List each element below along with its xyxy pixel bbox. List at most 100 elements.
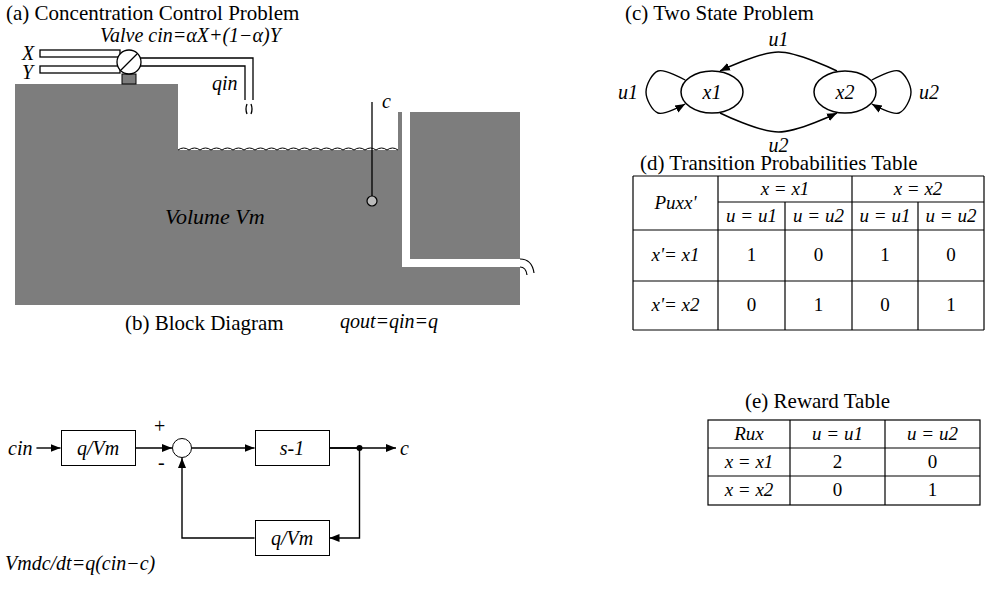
grid-line [784, 202, 785, 330]
connector [182, 458, 255, 538]
grid-line [884, 420, 885, 505]
table-cell: 1 [747, 245, 757, 266]
annotation: Y [22, 61, 33, 83]
table-cell: x = x2 [894, 179, 943, 200]
annotation: Valve cin=αX+(1−α)Y [100, 24, 281, 46]
label-text: Volume Vm [165, 205, 265, 229]
label-text: X [22, 42, 34, 64]
reward-table-grid [708, 420, 980, 505]
node-text: x2 [836, 81, 855, 103]
annotation: qin [212, 72, 238, 94]
panel-title: (a) Concentration Control Problem [6, 2, 299, 25]
grid-line [718, 201, 984, 202]
outlet-spout [520, 259, 534, 275]
label-text: qin [212, 72, 238, 94]
connector [330, 448, 360, 538]
connector [136, 447, 173, 448]
connector [720, 113, 837, 132]
label-text: x = x2 [725, 480, 774, 501]
table-cell: 1 [946, 295, 956, 316]
pipe-y [40, 66, 120, 73]
connector [872, 71, 911, 114]
label-text: x = x2 [894, 179, 943, 200]
label-text: c [382, 90, 391, 112]
state-ellipse [814, 71, 876, 113]
grid-line [983, 176, 984, 330]
label-text: Puxx' [654, 193, 696, 214]
label-text: 1 [747, 245, 757, 266]
output-signal [330, 447, 397, 448]
table-cell: 0 [747, 295, 757, 316]
label-text: qout=qin=q [340, 310, 438, 332]
panel-title: (e) Reward Table [745, 390, 890, 413]
grid-line [633, 329, 984, 330]
grid-line [708, 447, 980, 448]
table-cell: x = x1 [761, 179, 810, 200]
label-text: x'= x2 [651, 295, 699, 316]
label-text: 1 [946, 295, 956, 316]
node-text: q/Vm [271, 527, 313, 549]
table-cell: u = u2 [926, 206, 977, 227]
grid-line [851, 176, 852, 330]
edge-label-text: u1 [769, 28, 789, 50]
grid-line [789, 420, 790, 505]
table-cell: u = u1 [726, 206, 777, 227]
label-text: u = u1 [812, 424, 863, 445]
summing-junction: +- [172, 438, 192, 458]
connector [720, 52, 837, 71]
label-text: 1 [814, 295, 824, 316]
grid-line [708, 475, 980, 476]
grid-line [633, 175, 984, 176]
annotation: qout=qin=q [340, 310, 438, 332]
panel-title: (c) Two State Problem [625, 2, 814, 25]
connector [192, 447, 255, 448]
table-cell: x = x2 [725, 480, 774, 501]
table-cell: u = u1 [860, 206, 911, 227]
label-text: 1 [880, 245, 890, 266]
state-circle: x2 [813, 70, 877, 114]
label-text: x = x1 [725, 452, 774, 473]
label-text: u = u2 [793, 206, 844, 227]
grid-line [633, 229, 984, 230]
overflow-slot [402, 112, 410, 267]
annotation: c [382, 90, 391, 112]
drips [246, 104, 252, 114]
transfer-block: q/Vm [61, 430, 136, 466]
edge-label-text: u2 [919, 81, 939, 103]
label-text: x = x1 [761, 179, 810, 200]
action-label: u2 [767, 134, 791, 156]
label-text: 2 [833, 452, 843, 473]
inlet-pipes [40, 50, 253, 114]
grid-line [717, 176, 718, 330]
feedback-block: q/Vm [255, 520, 330, 556]
table-cell: Puxx' [654, 193, 696, 214]
label-text: 0 [747, 295, 757, 316]
outlet-pipe [140, 58, 253, 100]
table-cell: 0 [833, 480, 843, 501]
grid-line [917, 202, 918, 330]
label-text: u = u1 [860, 206, 911, 227]
table-cell: x'= x2 [651, 295, 699, 316]
action-label: u1 [616, 81, 640, 103]
label-text: Valve cin=αX+(1−α)Y [100, 24, 281, 46]
pipe-x [40, 50, 120, 57]
table-cell: x = x1 [725, 452, 774, 473]
panel-title: (b) Block Diagram [125, 312, 284, 335]
label-text: u = u2 [926, 206, 977, 227]
table-cell: 0 [814, 245, 824, 266]
valve-handle [121, 54, 137, 70]
grid-line [633, 280, 984, 281]
table-cell: 1 [814, 295, 824, 316]
outlet-channel [402, 259, 520, 267]
tank-body [15, 84, 520, 305]
annotation: X [22, 42, 34, 64]
node-text: x1 [703, 81, 722, 103]
table-cell: 0 [880, 295, 890, 316]
label-text: 0 [814, 245, 824, 266]
state-circle: x1 [680, 70, 744, 114]
tank [15, 84, 520, 305]
annotation: cin [8, 437, 32, 459]
node-text: s-1 [280, 437, 304, 459]
connector [646, 71, 685, 114]
edge-label-text: u1 [618, 81, 638, 103]
